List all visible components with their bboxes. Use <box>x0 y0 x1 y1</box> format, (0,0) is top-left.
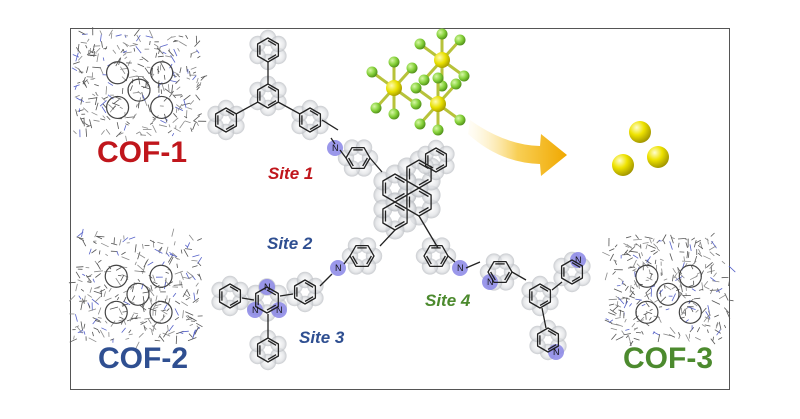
pyridine-nitrogen-terminal-1: N <box>575 255 582 265</box>
pyridine-ring <box>560 259 584 285</box>
sulfur-sphere <box>629 121 651 143</box>
cof1-label: COF-1 <box>97 136 187 169</box>
triazine-nitrogen-2-highlight <box>247 302 263 318</box>
site1-label: Site 1 <box>268 164 314 183</box>
cof2-label: COF-2 <box>98 342 188 375</box>
fluorine-atom <box>370 102 382 114</box>
benzene-ring-halo <box>415 237 457 275</box>
fluorine-atom <box>406 62 418 74</box>
fluorine-atom <box>454 114 466 126</box>
triazine-nitrogen-1: N <box>264 282 271 292</box>
fluorine-atom <box>436 28 448 40</box>
triazine-nitrogen-2: N <box>252 305 259 315</box>
triazine-nitrogen-3: N <box>276 305 283 315</box>
sulfur-atom <box>386 80 402 96</box>
fluorine-atom <box>418 74 430 86</box>
sulfur-sphere <box>647 146 669 168</box>
benzene-ring <box>349 244 375 268</box>
pyridine-ring <box>487 260 513 284</box>
fluorine-atom <box>410 82 422 94</box>
sf6-molecule <box>366 56 422 120</box>
triazine-ring <box>255 286 279 314</box>
imine-nitrogen-site1-highlight <box>327 140 343 156</box>
pyridine-nitrogen-site4: N <box>487 277 494 287</box>
fluorine-atom <box>432 72 444 84</box>
fluorine-atom <box>410 98 422 110</box>
imine-nitrogen-site4-highlight <box>452 260 468 276</box>
benzene-ring-halo <box>521 275 559 317</box>
benzene-ring <box>293 279 317 305</box>
pyridine-nitrogen-terminal-2-highlight <box>548 344 564 360</box>
sulfur-sphere <box>612 154 634 176</box>
site4-label: Site 4 <box>425 291 471 310</box>
benzene-ring <box>528 283 552 309</box>
imine-nitrogen-site4: N <box>457 263 464 273</box>
pyridine-nitrogen-terminal-2: N <box>553 347 560 357</box>
conversion-arrow <box>468 120 567 176</box>
benzene-ring-halo <box>286 271 324 313</box>
site2-label: Site 2 <box>267 234 313 253</box>
fluorine-atom <box>414 38 426 50</box>
sf6-molecule <box>410 72 466 136</box>
cof3-label: COF-3 <box>623 342 713 375</box>
benzene-ring-halo <box>341 237 383 275</box>
sulfur-atom <box>434 52 450 68</box>
benzene-ring <box>218 283 242 309</box>
cof2-framework-render <box>68 228 203 349</box>
fluorine-atom <box>432 124 444 136</box>
imine-nitrogen-site2: N <box>335 263 342 273</box>
fluorine-atom <box>388 56 400 68</box>
sf6-molecule <box>414 28 470 92</box>
imine-nitrogen-site2-highlight <box>330 260 346 276</box>
cof1-framework-render <box>71 27 208 142</box>
sulfur-atom <box>430 96 446 112</box>
benzene-ring <box>256 337 280 363</box>
benzene-ring <box>256 83 280 109</box>
benzene-ring-halo <box>211 275 249 317</box>
site3-label: Site 3 <box>299 328 345 347</box>
fluorine-atom <box>458 70 470 82</box>
benzene-ring-halo <box>337 139 379 177</box>
benzene-ring <box>424 147 448 173</box>
benzene-ring <box>423 244 449 268</box>
imine-nitrogen-site1: N <box>332 143 339 153</box>
fluorine-atom <box>450 78 462 90</box>
fluorine-atom <box>454 34 466 46</box>
fluorine-atom <box>414 118 426 130</box>
benzene-ring-halo <box>207 99 245 141</box>
fluorine-atom <box>366 66 378 78</box>
cof3-framework-render <box>602 232 736 347</box>
pyridine-ring <box>536 327 560 353</box>
fluorine-atom <box>388 108 400 120</box>
